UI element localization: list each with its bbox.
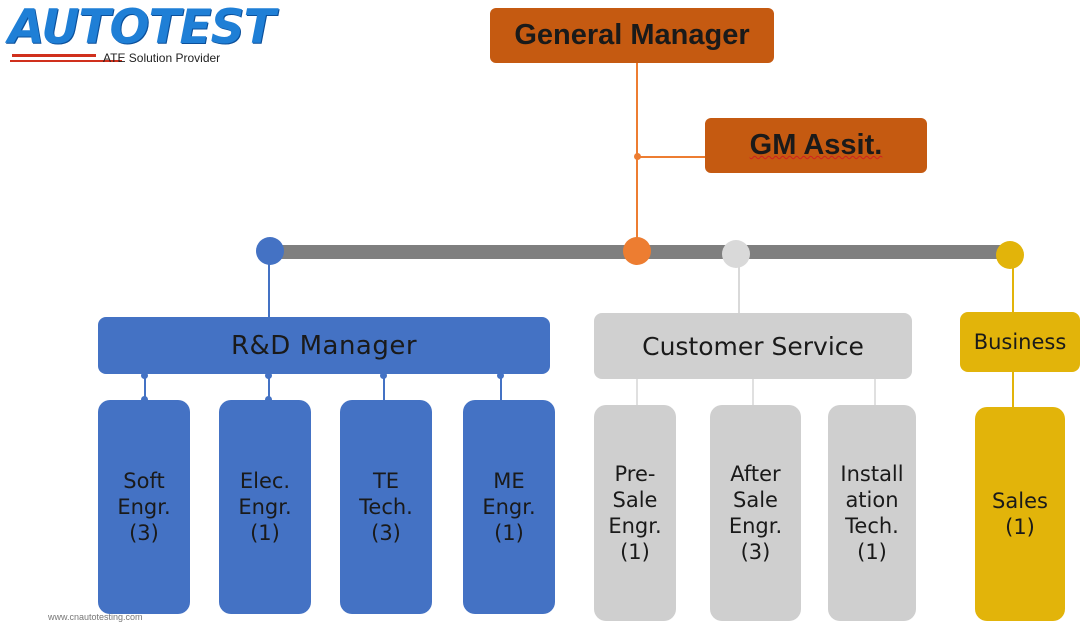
- footer-url: www.cnautotesting.com: [48, 612, 143, 622]
- cs-member-label: Pre- Sale Engr. (1): [608, 462, 662, 564]
- rd-sub-dot: [141, 396, 148, 403]
- logo-tagline: ATE Solution Provider: [103, 51, 221, 65]
- business-box: Business: [960, 312, 1080, 372]
- cs-connector: [738, 262, 740, 314]
- logo-wordmark: AUTOTEST: [8, 0, 276, 55]
- business-label: Business: [973, 330, 1067, 354]
- rd-member-card: Soft Engr. (3): [98, 400, 190, 614]
- gm-assistant-box: GM Assit.: [705, 118, 927, 173]
- rd-member-label: TE Tech. (3): [359, 469, 413, 545]
- rd-member-card: Elec. Engr. (1): [219, 400, 311, 614]
- cs-sub-connector: [752, 379, 754, 407]
- assistant-connector: [638, 156, 705, 158]
- rd-member-card: ME Engr. (1): [463, 400, 555, 614]
- cs-sub-connector: [874, 379, 876, 407]
- business-member-card: Sales (1): [975, 407, 1065, 621]
- gm-bus-dot: [623, 237, 651, 265]
- business-sub-connector: [1012, 372, 1014, 408]
- rd-sub-connector: [268, 374, 270, 402]
- rd-connector: [268, 258, 270, 318]
- business-connector: [1012, 262, 1014, 314]
- cs-member-card: After Sale Engr. (3): [710, 405, 801, 621]
- rd-sub-connector: [383, 374, 385, 402]
- logo-underline-line: [10, 60, 122, 62]
- rd-member-label: Soft Engr. (3): [117, 469, 171, 545]
- cs-member-label: Install ation Tech. (1): [840, 462, 904, 564]
- rd-sub-connector: [500, 374, 502, 402]
- rd-manager-label: R&D Manager: [230, 330, 418, 361]
- cs-member-label: After Sale Engr. (3): [728, 462, 783, 564]
- cs-member-card: Install ation Tech. (1): [828, 405, 916, 621]
- cs-bus-dot: [722, 240, 750, 268]
- assistant-junction-dot: [634, 153, 641, 160]
- rd-sub-connector: [144, 374, 146, 402]
- business-member-label: Sales (1): [992, 489, 1048, 539]
- rd-sub-dot: [141, 372, 148, 379]
- cs-member-card: Pre- Sale Engr. (1): [594, 405, 676, 621]
- rd-sub-dot: [265, 372, 272, 379]
- general-manager-label: General Manager: [514, 19, 750, 51]
- rd-sub-dot: [265, 396, 272, 403]
- business-bus-dot: [996, 241, 1024, 269]
- logo-underline-bar: [12, 54, 96, 57]
- rd-member-card: TE Tech. (3): [340, 400, 432, 614]
- cs-sub-connector: [636, 379, 638, 407]
- rd-manager-box: R&D Manager: [98, 317, 550, 374]
- customer-service-box: Customer Service: [594, 313, 912, 379]
- rd-member-label: ME Engr. (1): [482, 469, 536, 545]
- rd-sub-dot: [380, 372, 387, 379]
- rd-sub-dot: [497, 372, 504, 379]
- gm-assistant-label: GM Assit.: [749, 129, 883, 161]
- rd-bus-dot: [256, 237, 284, 265]
- customer-service-label: Customer Service: [642, 331, 864, 361]
- general-manager-box: General Manager: [490, 8, 774, 63]
- rd-member-label: Elec. Engr. (1): [238, 469, 292, 545]
